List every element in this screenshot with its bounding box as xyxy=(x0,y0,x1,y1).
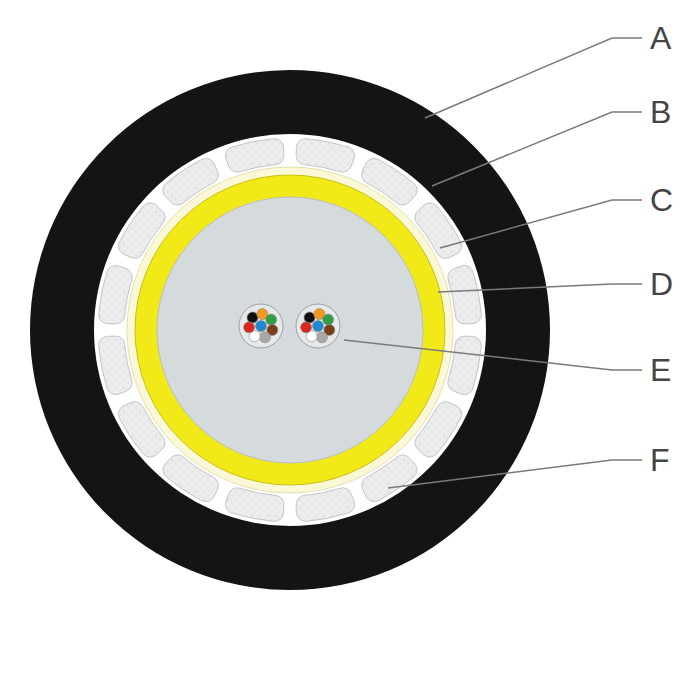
leader-line xyxy=(425,38,642,118)
leader-line xyxy=(432,112,642,186)
tube-wall xyxy=(296,304,340,348)
fiber-tubes xyxy=(239,304,340,348)
leader-line xyxy=(344,340,642,370)
optical-fiber xyxy=(313,321,324,332)
optical-fiber xyxy=(256,321,267,332)
optical-fiber xyxy=(304,312,315,323)
loose-tube xyxy=(296,304,340,348)
armour-wire xyxy=(448,265,481,323)
armour-layer xyxy=(94,134,486,526)
part-letter: A xyxy=(650,22,671,54)
central-core xyxy=(157,197,423,463)
armour-segments xyxy=(99,139,482,522)
armour-wire xyxy=(225,488,283,521)
optical-fiber xyxy=(316,332,327,343)
armour-wire xyxy=(448,336,481,394)
armour-wire xyxy=(99,265,132,323)
part-letter: C xyxy=(650,184,673,216)
optical-fiber xyxy=(266,314,277,325)
optical-fiber xyxy=(301,322,312,333)
optical-fiber xyxy=(244,322,255,333)
leader-line xyxy=(388,460,642,488)
optical-fiber xyxy=(259,332,270,343)
armour-wire xyxy=(296,488,354,521)
outer-jacket xyxy=(30,70,550,590)
optical-fiber xyxy=(323,314,334,325)
inner-sheath xyxy=(135,175,445,485)
part-letter: F xyxy=(650,444,670,476)
tube-wall xyxy=(239,304,283,348)
loose-tube xyxy=(239,304,283,348)
part-letter: E xyxy=(650,354,671,386)
part-letter: D xyxy=(650,268,673,300)
armour-wire xyxy=(99,336,132,394)
water-blocking-tape xyxy=(127,167,453,493)
armour-wire xyxy=(296,139,354,172)
leader-line xyxy=(440,200,642,248)
part-letter: B xyxy=(650,96,671,128)
armour-wire xyxy=(225,139,283,172)
leader-line xyxy=(438,284,642,292)
optical-fiber xyxy=(247,312,258,323)
